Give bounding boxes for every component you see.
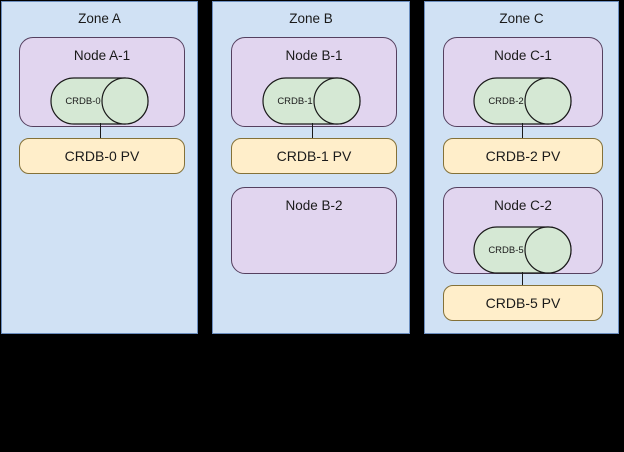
crdb-2-pv-label: CRDB-2 PV bbox=[485, 147, 561, 164]
node-a-1-to-pv-connector bbox=[100, 123, 101, 139]
crdb-0-pod[interactable]: CRDB-0 bbox=[50, 77, 149, 125]
crdb-5-pv-label: CRDB-5 PV bbox=[485, 294, 561, 311]
zone-b-title: Zone B bbox=[289, 11, 333, 26]
database-cylinder-icon bbox=[262, 77, 361, 125]
node-c-2[interactable]: Node C-2 CRDB-5 bbox=[443, 187, 603, 274]
node-c-2-to-pv-connector bbox=[522, 272, 523, 286]
crdb-2-pod[interactable]: CRDB-2 bbox=[473, 77, 572, 125]
node-c-1-to-pv-connector bbox=[522, 123, 523, 139]
database-cylinder-icon bbox=[473, 77, 572, 125]
node-b-1-title: Node B-1 bbox=[285, 48, 343, 63]
crdb-0-pv[interactable]: CRDB-0 PV bbox=[19, 138, 185, 174]
zone-c-title: Zone C bbox=[499, 11, 544, 26]
node-c-1[interactable]: Node C-1 CRDB-2 bbox=[443, 37, 603, 127]
node-a-1-title: Node A-1 bbox=[73, 48, 131, 63]
crdb-1-pv-label: CRDB-1 PV bbox=[276, 147, 352, 164]
crdb-2-pv[interactable]: CRDB-2 PV bbox=[443, 138, 603, 174]
node-c-2-title: Node C-2 bbox=[494, 198, 552, 213]
zone-b[interactable]: Zone B Node B-1 CRDB-1 CRDB-1 PV Node B-… bbox=[212, 1, 410, 334]
crdb-0-pv-label: CRDB-0 PV bbox=[64, 147, 140, 164]
node-b-2-title: Node B-2 bbox=[285, 198, 343, 213]
node-c-1-title: Node C-1 bbox=[494, 48, 552, 63]
node-b-1[interactable]: Node B-1 CRDB-1 bbox=[231, 37, 397, 127]
crdb-1-pod[interactable]: CRDB-1 bbox=[262, 77, 361, 125]
crdb-5-pv[interactable]: CRDB-5 PV bbox=[443, 285, 603, 321]
database-cylinder-icon bbox=[473, 226, 572, 274]
database-cylinder-icon bbox=[50, 77, 149, 125]
crdb-5-pod[interactable]: CRDB-5 bbox=[473, 226, 572, 274]
zone-a-title: Zone A bbox=[78, 11, 121, 26]
node-b-2[interactable]: Node B-2 bbox=[231, 187, 397, 274]
zone-a[interactable]: Zone A Node A-1 CRDB-0 CRDB-0 PV bbox=[1, 1, 198, 334]
crdb-1-pv[interactable]: CRDB-1 PV bbox=[231, 138, 397, 174]
zone-c[interactable]: Zone C Node C-1 CRDB-2 CRDB-2 PV Node C-… bbox=[424, 1, 619, 334]
node-b-1-to-pv-connector bbox=[312, 123, 313, 139]
node-a-1[interactable]: Node A-1 CRDB-0 bbox=[19, 37, 185, 127]
